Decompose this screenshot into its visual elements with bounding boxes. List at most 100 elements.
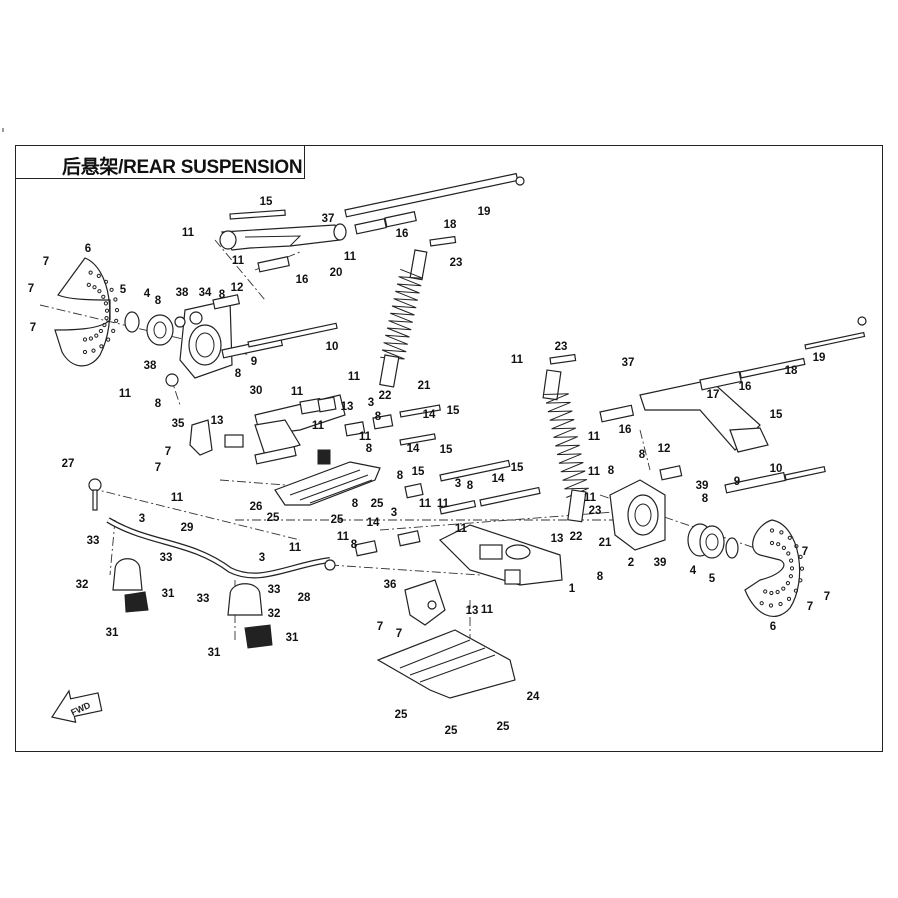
callout-7: 7: [43, 256, 49, 268]
callout-8: 8: [155, 398, 162, 410]
callout-34: 34: [199, 287, 212, 299]
right-shock-absorber: [542, 353, 589, 523]
callout-8: 8: [352, 498, 359, 510]
callout-11: 11: [312, 420, 325, 432]
callout-23: 23: [450, 257, 463, 269]
left-pivot-shaft-19: [229, 172, 525, 273]
callout-33: 33: [160, 552, 173, 564]
callout-31: 31: [106, 627, 119, 639]
bracket-36: [404, 579, 446, 626]
left-bracket-35: [189, 419, 244, 456]
callout-38: 38: [144, 360, 157, 372]
callout-9: 9: [251, 356, 257, 368]
callout-20: 20: [330, 267, 343, 279]
callout-11: 11: [419, 498, 432, 510]
right-brake-disc: [744, 519, 805, 618]
callout-8: 8: [597, 571, 604, 583]
callout-25: 25: [445, 725, 458, 737]
callout-29: 29: [181, 522, 194, 534]
callout-23: 23: [555, 341, 568, 353]
callout-31: 31: [162, 588, 175, 600]
callout-12: 12: [231, 282, 244, 294]
callout-36: 36: [384, 579, 397, 591]
diagram-title: 后悬架/REAR SUSPENSION: [62, 157, 303, 178]
callout-8: 8: [397, 470, 404, 482]
callout-21: 21: [418, 380, 431, 392]
callout-11: 11: [182, 227, 195, 239]
left-upper-a-arm: [219, 223, 347, 251]
callout-16: 16: [396, 228, 409, 240]
callout-11: 11: [348, 371, 361, 383]
callout-4: 4: [144, 288, 151, 300]
callout-8: 8: [351, 539, 358, 551]
callout-8: 8: [366, 443, 373, 455]
right-upper-a-arm: [599, 316, 867, 453]
callout-13: 13: [341, 401, 354, 413]
callout-14: 14: [492, 473, 505, 485]
callout-3: 3: [259, 552, 265, 564]
callout-11: 11: [337, 531, 350, 543]
callout-3: 3: [368, 397, 374, 409]
callout-13: 13: [551, 533, 564, 545]
callout-8: 8: [639, 449, 646, 461]
title-box: [15, 145, 305, 179]
callout-30: 30: [250, 385, 263, 397]
callout-8: 8: [219, 289, 226, 301]
callout-2: 2: [628, 557, 634, 569]
callout-33: 33: [197, 593, 210, 605]
callout-16: 16: [739, 381, 752, 393]
callout-11: 11: [481, 604, 494, 616]
callout-5: 5: [709, 573, 716, 585]
callout-3: 3: [391, 507, 397, 519]
callout-17: 17: [707, 389, 720, 401]
callout-37: 37: [322, 213, 335, 225]
callout-26: 26: [250, 501, 263, 513]
right-hub-bearing: [687, 523, 739, 559]
callout-11: 11: [584, 492, 597, 504]
callout-12: 12: [658, 443, 671, 455]
callout-10: 10: [770, 463, 783, 475]
callout-15: 15: [440, 444, 453, 456]
callout-8: 8: [235, 368, 242, 380]
callout-23: 23: [589, 505, 602, 517]
callout-27: 27: [62, 458, 75, 470]
callout-7: 7: [165, 446, 171, 458]
callout-22: 22: [570, 531, 583, 543]
callout-38: 38: [176, 287, 189, 299]
callout-8: 8: [155, 295, 162, 307]
callout-25: 25: [395, 709, 408, 721]
callout-7: 7: [824, 591, 830, 603]
callout-8: 8: [467, 480, 474, 492]
callout-11: 11: [437, 498, 450, 510]
callout-11: 11: [511, 354, 524, 366]
callout-11: 11: [289, 542, 302, 554]
callout-7: 7: [377, 621, 383, 633]
callout-11: 11: [119, 388, 132, 400]
left-skid-plate-26: [274, 449, 381, 506]
callout-28: 28: [298, 592, 311, 604]
left-brake-disc: [54, 257, 120, 367]
callout-31: 31: [208, 647, 221, 659]
callout-15: 15: [260, 196, 273, 208]
callout-39: 39: [696, 480, 709, 492]
callout-9: 9: [734, 476, 740, 488]
callout-25: 25: [331, 514, 344, 526]
callout-4: 4: [690, 565, 697, 577]
callout-15: 15: [511, 462, 524, 474]
callout-11: 11: [588, 431, 601, 443]
fwd-arrow: FWD: [51, 689, 103, 724]
callout-32: 32: [76, 579, 89, 591]
callout-11: 11: [291, 386, 304, 398]
callout-7: 7: [30, 322, 36, 334]
callout-15: 15: [412, 466, 425, 478]
callout-7: 7: [28, 283, 34, 295]
callout-21: 21: [599, 537, 612, 549]
callout-25: 25: [497, 721, 510, 733]
frame-bracket-1: [354, 459, 563, 586]
callout-25: 25: [267, 512, 280, 524]
skid-plate-24: [376, 629, 516, 699]
callout-1: 1: [569, 583, 576, 595]
callout-15: 15: [447, 405, 460, 417]
